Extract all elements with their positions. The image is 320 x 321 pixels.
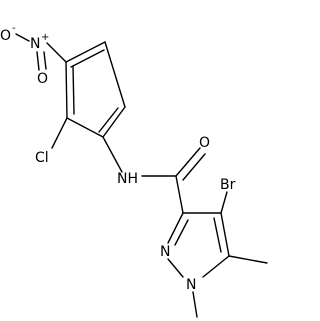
bond-pyr-N2-C3-inner xyxy=(174,219,189,246)
molecule-structure-diagram: O - N + O Cl NH O Br N N xyxy=(0,23,268,318)
bond-ring-C2-C3-inner xyxy=(72,65,75,115)
atom-chloro: Cl xyxy=(35,150,49,166)
atom-ring-N2: N xyxy=(160,244,170,260)
bond-C-O-a xyxy=(175,147,201,177)
bond-pyr-N2-C3 xyxy=(167,212,184,244)
bond-ring-C6-C1-inner xyxy=(98,107,119,133)
atom-amide-NH: NH xyxy=(117,171,138,187)
bond-N1-methyl xyxy=(192,291,198,318)
bond-pyr-C4-C5-inner xyxy=(213,217,222,253)
bond-ring-C5-C6 xyxy=(104,41,126,108)
bond-pyr-C5-N1 xyxy=(202,255,230,278)
bond-ring-C2-C3 xyxy=(65,61,68,119)
atom-labels: O - N + O Cl NH O Br N N xyxy=(0,23,236,293)
atom-nitro-O-left: O xyxy=(0,28,11,44)
bond-N-C4 xyxy=(46,42,67,63)
bond-ring-C4-C5-inner xyxy=(70,49,105,68)
atom-carbonyl-O: O xyxy=(199,135,210,151)
bond-pyr-N1-N2 xyxy=(167,258,184,278)
bond-ring-C4-C5 xyxy=(65,41,106,63)
atom-nitro-N-charge: + xyxy=(41,32,49,43)
bond-C2-Cl xyxy=(51,117,68,149)
bond-nitro-N-O-a xyxy=(36,51,40,71)
bond-C1-NH xyxy=(102,136,123,173)
atom-ring-N1: N xyxy=(186,277,196,293)
atom-bromo: Br xyxy=(220,177,236,193)
bond-C4-Br xyxy=(220,191,228,214)
bond-C-O-b xyxy=(182,153,206,181)
bond-ring-C1-C2 xyxy=(66,117,104,138)
atom-nitro-N: N xyxy=(30,36,40,52)
bond-C5-methyl xyxy=(228,255,268,264)
atom-nitro-O-bottom: O xyxy=(37,71,48,87)
bond-C-C3pyr xyxy=(175,175,184,214)
bond-nitro-N-O-b xyxy=(43,51,47,70)
bonds xyxy=(15,33,268,318)
atom-nitro-O-left-charge: - xyxy=(12,23,16,34)
bond-nitro-O-N xyxy=(15,33,30,42)
bond-ring-C6-C1 xyxy=(102,106,126,138)
bond-pyr-C4-C5 xyxy=(220,212,230,257)
